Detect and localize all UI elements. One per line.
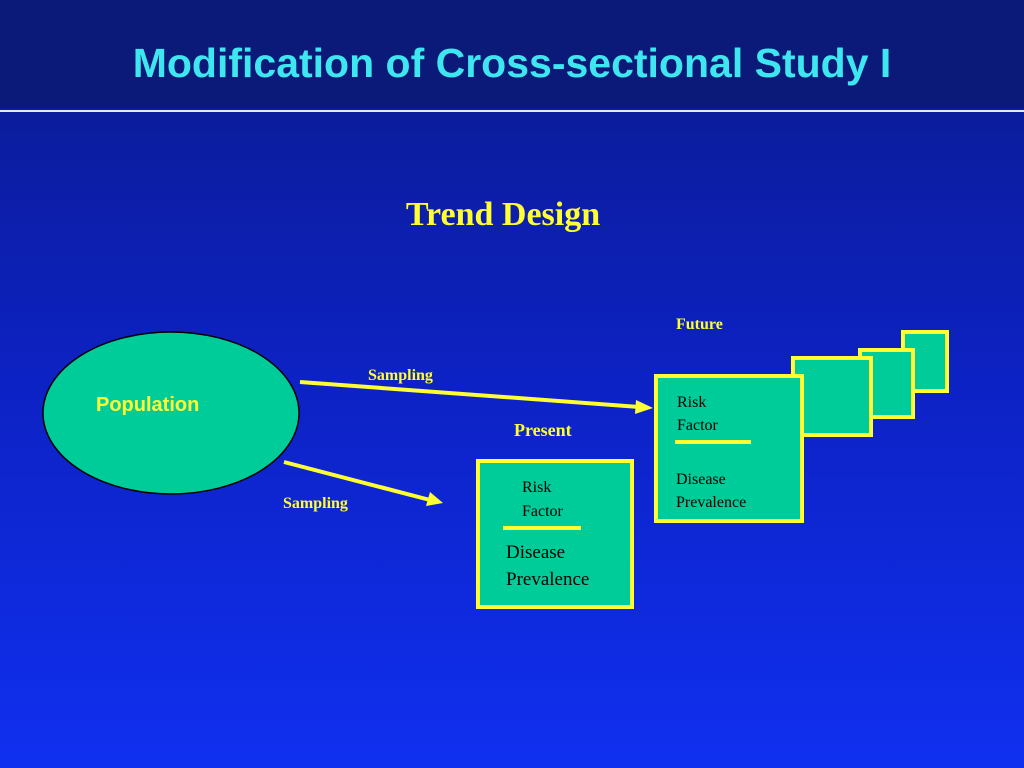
upper-sampling-label: Sampling	[368, 367, 433, 384]
future-disease-label: Disease	[676, 471, 726, 488]
future-divider	[675, 440, 751, 444]
present-prevalence-label: Prevalence	[506, 569, 590, 590]
lower-sampling-label: Sampling	[283, 495, 348, 512]
lower-arrowhead	[426, 492, 443, 506]
present-risk-label: Risk	[522, 479, 552, 496]
present-disease-label: Disease	[506, 542, 566, 563]
upper-sampling-arrow	[299, 380, 641, 409]
lower-sampling-arrow	[283, 460, 431, 502]
future-risk-label: Risk	[677, 394, 707, 411]
population-label: Population	[96, 394, 200, 416]
slide-subtitle: Trend Design	[405, 196, 601, 233]
slide-title: Modification of Cross-sectional Study I	[132, 40, 892, 86]
present-divider	[503, 526, 581, 530]
future-label: Future	[676, 316, 723, 333]
title-bar	[0, 0, 1024, 108]
future-prevalence-label: Prevalence	[676, 494, 747, 511]
title-divider	[0, 110, 1024, 112]
present-box	[476, 459, 634, 609]
present-factor-label: Factor	[522, 503, 563, 520]
future-factor-label: Factor	[677, 417, 718, 434]
population-ellipse	[42, 331, 300, 495]
upper-arrowhead	[635, 400, 653, 414]
present-label: Present	[514, 420, 572, 440]
future-box	[654, 374, 804, 523]
